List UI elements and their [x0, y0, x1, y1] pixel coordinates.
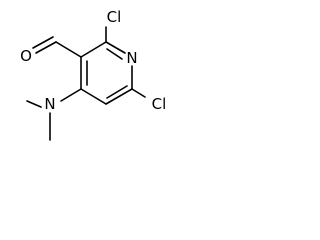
ring-bond-c4-c5 [80, 88, 107, 105]
bond-c3-aldehyde-carbon [55, 41, 82, 58]
aldehyde-oxygen-label: O [20, 47, 32, 65]
bond-c6-chlorine [131, 88, 146, 98]
bond-aldehyde-carbon-oxygen [35, 41, 57, 54]
ring-bond-c5-c6 [105, 88, 133, 105]
ring-nitrogen-label: N [126, 49, 137, 67]
ring-bond-c5-c6-inner [106, 85, 128, 99]
bond-c4-amine-nitrogen [60, 88, 82, 102]
ring-bond-n1-c2-inner [106, 48, 123, 60]
ring-bond-c2-c3 [80, 41, 107, 58]
bond-aldehyde-carbon-oxygen-double [32, 36, 54, 49]
amine-nitrogen-label: N [44, 95, 55, 113]
chlorine-bottom-label: Cl [152, 95, 167, 113]
chlorine-top-label: Cl [107, 8, 122, 26]
molecule-structure: Cl N Cl O N [20, 8, 167, 141]
ring-bond-n1-c2 [105, 41, 126, 54]
bond-amine-nitrogen-methyl-left [26, 100, 42, 108]
